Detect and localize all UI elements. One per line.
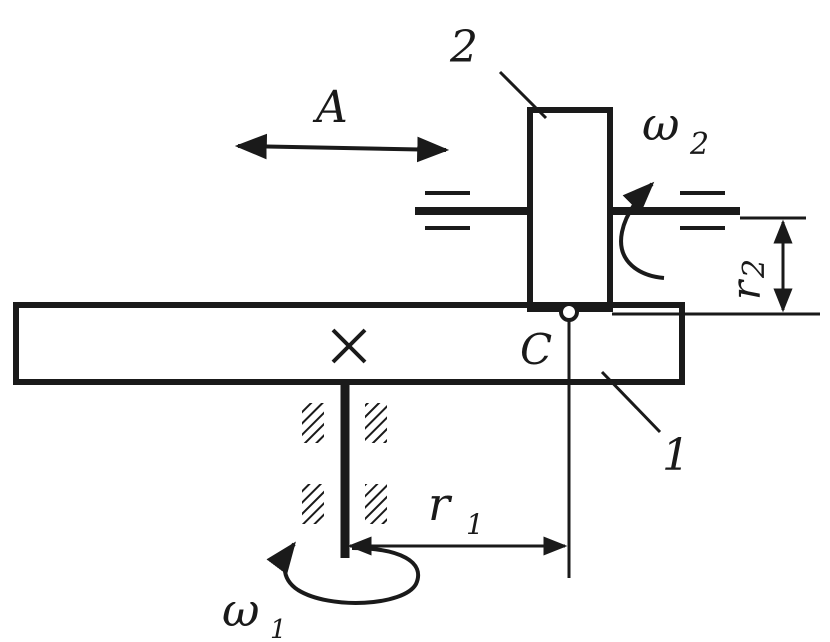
leader-line-2	[498, 70, 548, 120]
disk-1	[13, 302, 685, 385]
motion-a-arrow	[234, 133, 450, 163]
omega-1-rotation-arrow	[266, 541, 420, 605]
label-radius-1-sub: 1	[466, 508, 484, 541]
bearings-shaft-2	[425, 191, 725, 230]
label-radius-2: r	[724, 278, 770, 300]
label-part-2: 2	[449, 22, 478, 73]
label-motion-a: A	[312, 82, 348, 133]
label-radius-2-sub: 2	[737, 259, 772, 279]
label-contact-point: C	[520, 325, 552, 374]
label-omega-1: ω	[222, 583, 260, 637]
contact-point-marker	[559, 302, 579, 322]
bearings-shaft-1	[302, 403, 387, 524]
leader-line-1	[600, 370, 662, 434]
label-radius-2-group: r 2	[724, 259, 772, 300]
center-cross-mark	[331, 328, 367, 364]
label-radius-1: r	[428, 477, 453, 531]
wheel-2	[527, 107, 613, 312]
label-omega-1-sub: 1	[270, 615, 287, 642]
label-omega-2: ω	[642, 97, 680, 151]
label-part-1: 1	[662, 430, 690, 481]
omega-2-rotation-arrow	[619, 181, 665, 280]
label-omega-2-sub: 2	[689, 127, 709, 162]
